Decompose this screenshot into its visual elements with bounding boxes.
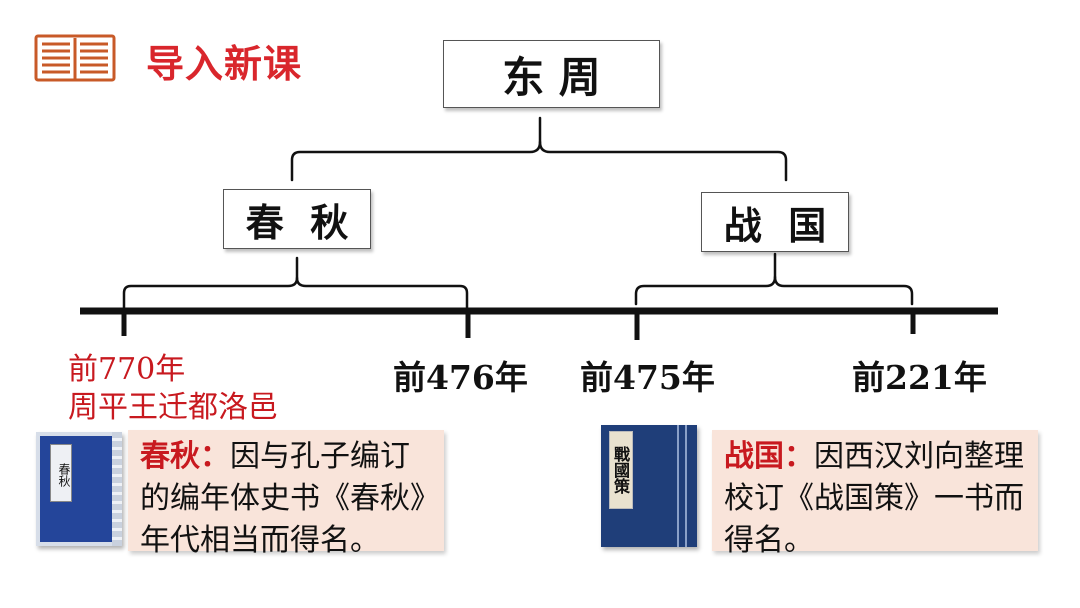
date-221: 前221年 [852,358,987,397]
zhanguoce-cover-label: 戰國策 [609,431,633,509]
warring-states-box: 战 国 [701,192,849,252]
page-title: 导入新课 [146,42,303,86]
note-spring-autumn: 春秋：因与孔子编订的编年体史书《春秋》年代相当而得名。 [128,430,444,558]
zhanguoce-book-image: 戰國策 [601,425,697,547]
date-476: 前476年 [393,358,528,397]
note-spring-autumn-text: 因与孔子编订的编年体史书《春秋》年代相当而得名。 [140,439,425,558]
note-warring-states-text: 因西汉刘向整理校订《战国策》一书而得名。 [724,439,1024,558]
spring-autumn-box: 春 秋 [223,189,371,249]
date-770-note: 周平王迁都洛邑 [68,390,278,425]
warring-states-label: 战 国 [723,202,827,248]
date-475: 前475年 [580,358,715,397]
chunqiu-book-image: 春秋 [36,432,122,546]
brace-spring-autumn-left [122,256,299,312]
date-770: 前770年 [68,352,186,387]
east-zhou-box: 东 周 [443,40,660,108]
brace-warring-states-left [634,252,777,306]
note-warring-states-lead: 战国： [724,439,814,474]
chunqiu-cover-label: 春秋 [50,444,72,502]
brace-east-zhou-left [290,116,542,182]
brace-spring-autumn-right [295,276,469,312]
note-spring-autumn-lead: 春秋： [140,439,230,474]
note-warring-states: 战国：因西汉刘向整理校订《战国策》一书而得名。 [712,430,1038,558]
brace-warring-states-right [773,275,914,306]
brace-east-zhou-right [538,140,788,182]
east-zhou-label: 东 周 [502,52,601,102]
book-icon [34,34,116,82]
spring-autumn-label: 春 秋 [245,199,349,245]
